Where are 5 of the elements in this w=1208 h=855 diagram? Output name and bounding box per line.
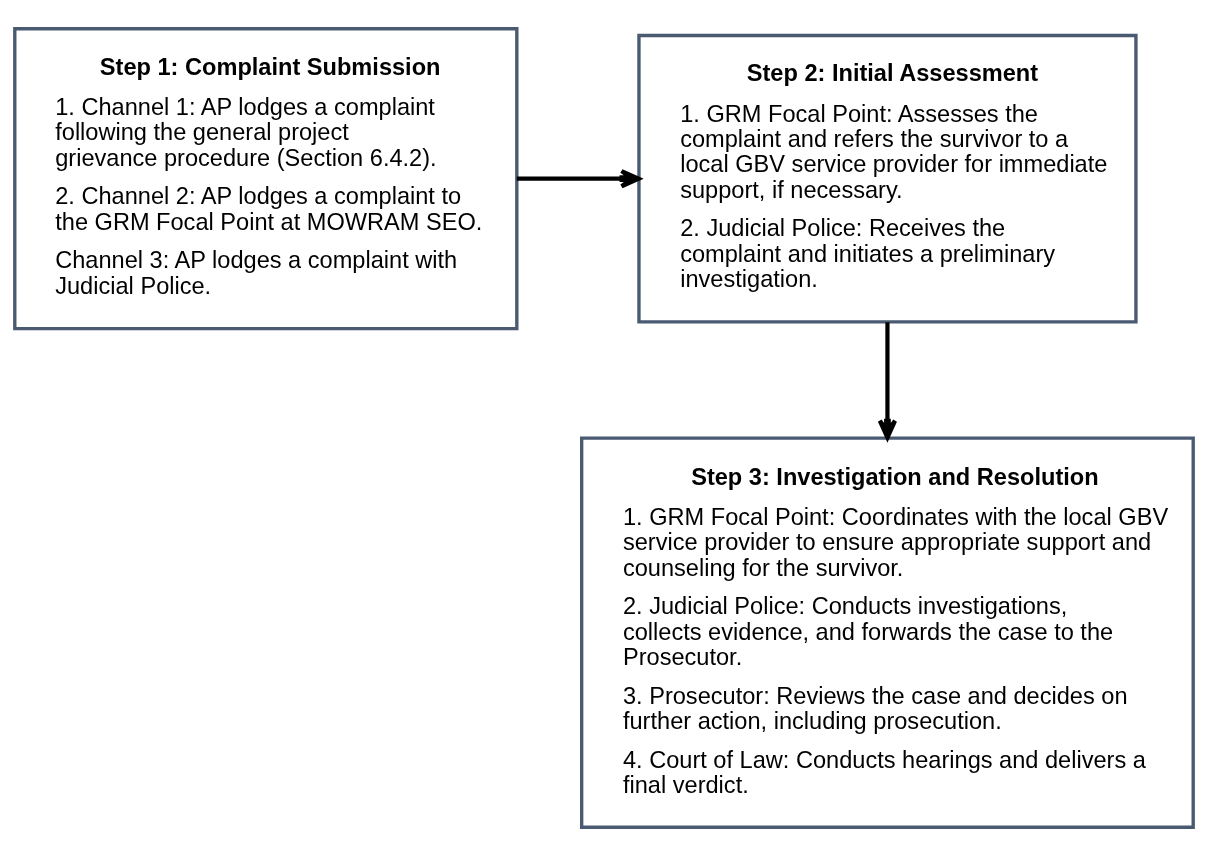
arrow xyxy=(516,168,641,188)
node-box: Step 1: Complaint Submission 1. Channel 1: AP lodges a complaint following the general project grievance procedure (Section 6.4.2). 2. Channel 2: AP lodges a complaint to the GRM Focal Point at MOWRAM SEO. Channel 3: AP lodges a complaint with Judicial Police. xyxy=(13,26,519,330)
node-box: Step 3: Investigation and Resolution 1. GRM Focal Point: Coordinates with the local GBV service provider to ensure appropriate support and counseling for the survivor. 2. Judicial Police: Conducts investigations, collects evidence, and forwards the case to the Prosecutor. 3. Prosecutor: Reviews the case and decides on further action, including prosecution. 4. Court of Law: Conducts hearings and delivers a final verdict. xyxy=(580,435,1195,829)
arrow xyxy=(877,321,898,440)
node-box: Step 2: Initial Assessment 1. GRM Focal Point: Assesses the complaint and refers the survivor to a local GBV service provider for immediate support, if necessary. 2. Judicial Police: Receives the complaint and initiates a preliminary investigation. xyxy=(637,33,1138,324)
